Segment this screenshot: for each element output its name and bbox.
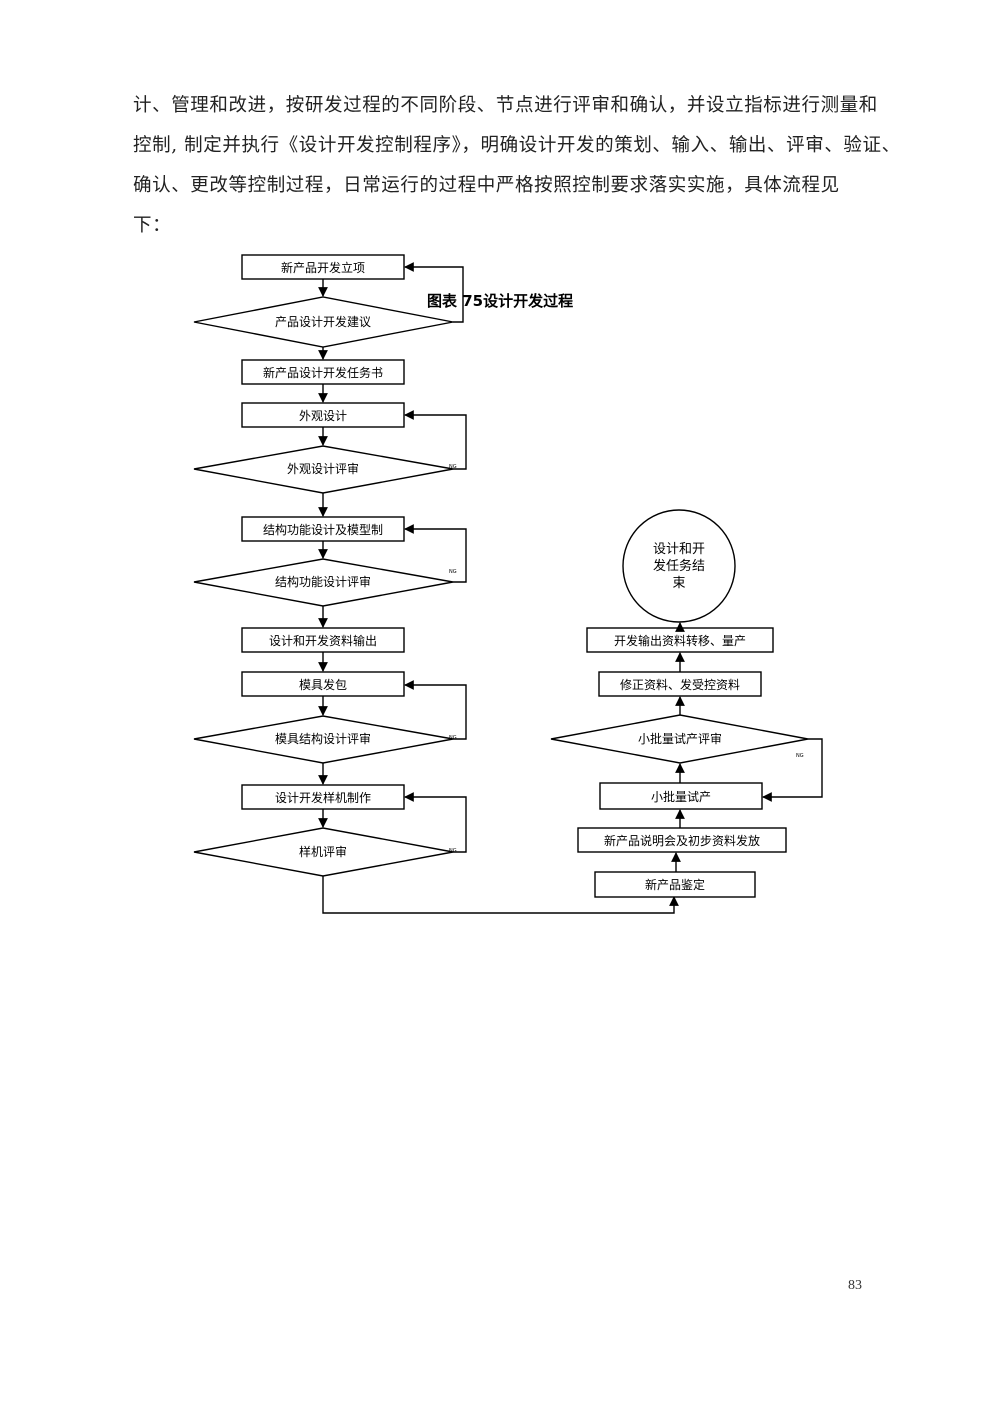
mold-outsourcing-label: 模具发包 <box>299 677 347 692</box>
sample-making-box <box>241 784 405 810</box>
task-end-label-line1: 设计和开 <box>653 542 705 557</box>
small-batch-trial-label: 小批量试产 <box>651 789 711 804</box>
product-appraisal-box <box>594 871 756 898</box>
appearance-review-label: 外观设计评审 <box>287 461 359 476</box>
left-connectors <box>318 262 679 914</box>
ng-tag: NG <box>449 464 457 470</box>
page-number: 83 <box>848 1278 862 1293</box>
paragraph-line: 计、管理和改进，按研发过程的不同阶段、节点进行评审和确认，并设立指标进行测量和 <box>133 95 878 116</box>
briefing-release-box <box>577 827 787 853</box>
design-development-flowchart: 图表 75设计开发过程 新产品开发立项 产品设计开发建议 新产品设计开发任务书 … <box>193 254 823 914</box>
correct-documents-label: 修正资料、发受控资料 <box>620 677 740 692</box>
task-end-label-line2: 发任务结 <box>653 558 705 574</box>
paragraph-line: 确认、更改等控制过程，日常运行的过程中严格按照控制要求落实实施，具体流程见 <box>133 175 840 196</box>
ng-tag: NG <box>449 848 457 854</box>
design-task-book-box <box>241 359 405 385</box>
output-documents-box <box>241 627 405 653</box>
design-task-book-label: 新产品设计开发任务书 <box>263 365 383 380</box>
design-proposal-label: 产品设计开发建议 <box>275 314 371 329</box>
sample-making-label: 设计开发样机制作 <box>275 790 371 805</box>
task-end-circle <box>622 509 736 623</box>
structure-review-label: 结构功能设计评审 <box>275 574 371 589</box>
right-connectors <box>671 622 823 872</box>
figure-caption: 图表 75设计开发过程 <box>427 292 573 310</box>
ng-tag: NG <box>449 735 457 741</box>
small-batch-trial-box <box>599 782 763 810</box>
transfer-mass-production-label: 开发输出资料转移、量产 <box>614 633 746 648</box>
ng-tag: NG <box>796 753 804 759</box>
body-paragraph: 计、管理和改进，按研发过程的不同阶段、节点进行评审和确认，并设立指标进行测量和 … <box>133 86 901 246</box>
paragraph-line: 控制, 制定并执行《设计开发控制程序》，明确设计开发的策划、输入、输出、评审、验… <box>133 135 901 156</box>
new-product-project-box <box>241 254 405 280</box>
ng-tag: NG <box>449 569 457 575</box>
product-appraisal-label: 新产品鉴定 <box>645 877 705 892</box>
sample-review-label: 样机评审 <box>299 844 347 859</box>
appearance-design-label: 外观设计 <box>299 409 347 423</box>
transfer-mass-production-box <box>586 627 774 653</box>
paragraph-line: 下： <box>133 215 172 236</box>
trial-review-label: 小批量试产评审 <box>638 731 722 746</box>
structure-design-label: 结构功能设计及模型制 <box>263 522 383 537</box>
task-end-label-line3: 束 <box>672 576 685 591</box>
mold-review-label: 模具结构设计评审 <box>275 731 371 746</box>
new-product-project-label: 新产品开发立项 <box>281 260 365 275</box>
briefing-release-label: 新产品说明会及初步资料发放 <box>604 833 760 848</box>
output-documents-label: 设计和开发资料输出 <box>269 633 377 648</box>
